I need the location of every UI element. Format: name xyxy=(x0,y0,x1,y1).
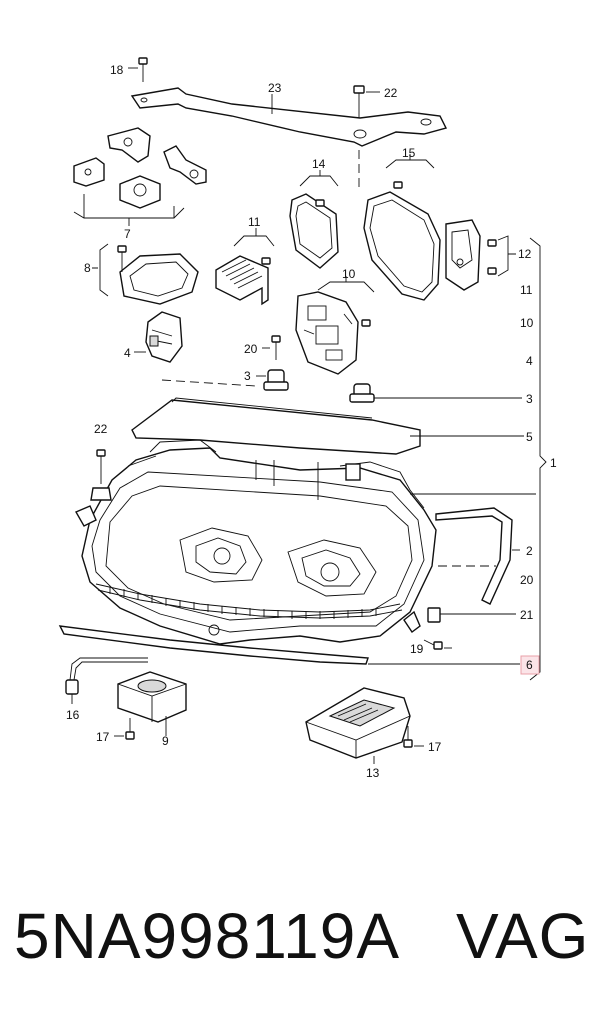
headlight-assembly-1 xyxy=(75,439,536,645)
cover-strip-5 xyxy=(131,397,524,455)
callout-22-left: 22 xyxy=(94,422,108,436)
callout-5: 5 xyxy=(526,430,533,444)
callout-6: 6 xyxy=(526,658,533,672)
callout-3: 3 xyxy=(244,369,251,383)
bracket-set-7 xyxy=(73,127,207,226)
gasket-15 xyxy=(363,154,441,301)
callout-16: 16 xyxy=(66,708,80,722)
seal-strip-2 xyxy=(435,507,520,605)
callout-11-right: 11 xyxy=(520,283,533,297)
bolt-17-right xyxy=(403,726,424,748)
seal-strip-6 xyxy=(58,625,520,665)
bulb-socket-3-right xyxy=(349,383,522,403)
actuator-4 xyxy=(134,311,257,387)
part-number: 5NA998119A xyxy=(14,900,400,972)
heatsink-11 xyxy=(215,228,275,306)
callout-22: 22 xyxy=(384,86,398,100)
callout-7: 7 xyxy=(124,227,131,241)
callout-8: 8 xyxy=(84,261,91,275)
callout-10: 10 xyxy=(342,267,356,281)
group-bracket-1 xyxy=(529,237,547,681)
part-number-caption: 5NA998119A VAG xyxy=(14,896,590,976)
callout-12: 12 xyxy=(518,247,532,261)
ballast-module-9 xyxy=(117,671,187,736)
callout-9: 9 xyxy=(162,734,169,748)
control-module-10 xyxy=(295,276,375,375)
mounting-bracket-23 xyxy=(130,87,448,147)
frame-8 xyxy=(92,243,199,305)
callout-18: 18 xyxy=(110,63,124,77)
callout-6-highlight xyxy=(520,655,540,675)
brand-name: VAG xyxy=(456,900,590,972)
bolt-17-left xyxy=(114,718,135,740)
bulb-socket-3-left xyxy=(256,369,289,391)
callout-2: 2 xyxy=(526,544,533,558)
callout-19: 19 xyxy=(410,642,424,656)
callout-20-right: 20 xyxy=(520,573,534,587)
callout-4-right: 4 xyxy=(526,354,533,368)
callout-17: 17 xyxy=(96,730,110,744)
callout-21: 21 xyxy=(520,608,534,622)
bolt-18 xyxy=(128,57,148,82)
gasket-14 xyxy=(289,170,339,269)
clip-21 xyxy=(427,607,516,623)
callout-10-right: 10 xyxy=(520,316,534,330)
callout-11: 11 xyxy=(248,215,261,229)
bolt-22-top xyxy=(353,85,380,190)
callout-4: 4 xyxy=(124,346,131,360)
callout-23: 23 xyxy=(268,81,282,95)
exploded-parts-diagram: 18 23 22 14 15 7 11 12 8 10 11 10 20 4 4… xyxy=(58,57,557,780)
bolt-22-left xyxy=(90,449,112,501)
control-unit-13 xyxy=(305,687,411,764)
cover-12 xyxy=(445,219,516,291)
callout-labels: 18 23 22 14 15 7 11 12 8 10 11 10 20 4 4… xyxy=(66,63,557,780)
callout-17-right: 17 xyxy=(428,740,442,754)
callout-14: 14 xyxy=(312,157,326,171)
bolt-20-upper xyxy=(262,335,281,360)
callout-1: 1 xyxy=(550,456,557,470)
callout-15: 15 xyxy=(402,146,416,160)
bolt-19 xyxy=(423,639,452,650)
callout-20: 20 xyxy=(244,342,258,356)
sensor-cable-16 xyxy=(65,657,148,704)
callout-3-right: 3 xyxy=(526,392,533,406)
callout-13: 13 xyxy=(366,766,380,780)
